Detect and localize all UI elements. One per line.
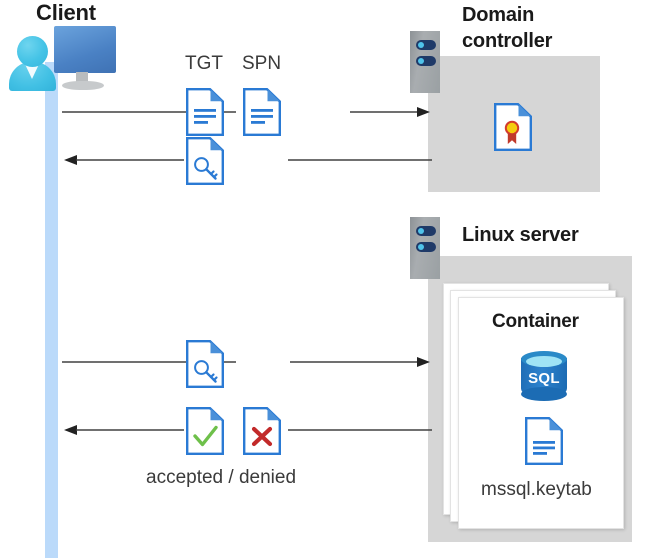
tgt-label: TGT (185, 53, 223, 74)
key-document-icon-upper (186, 137, 224, 185)
accepted-denied-label: accepted / denied (146, 467, 297, 488)
keytab-filename-label: mssql.keytab (481, 479, 592, 500)
monitor-screen (54, 26, 116, 73)
flow-dc-to-client-ticket (64, 155, 432, 165)
server-led-top (416, 226, 436, 236)
accepted-document-icon (186, 407, 224, 455)
spn-label: SPN (242, 53, 282, 74)
domain-controller-title-line1: Domain (462, 4, 535, 26)
denied-document-icon (243, 407, 281, 455)
container-title: Container (492, 311, 579, 332)
flow-client-to-linux-ticket (62, 357, 430, 367)
sql-cylinder-top (521, 351, 567, 367)
client-computer-user-icon (0, 0, 130, 100)
tgt-document-icon (186, 88, 224, 136)
key-document-icon-lower (186, 340, 224, 388)
spn-document-icon (243, 88, 281, 136)
flow-linux-to-client-result (64, 425, 432, 435)
server-rack-icon-dc (410, 31, 440, 93)
client-lifeline (45, 62, 58, 558)
server-led-top (416, 40, 436, 50)
client-title: Client (36, 0, 96, 25)
keytab-document-icon (525, 417, 563, 465)
monitor-base (62, 81, 104, 90)
sql-database-icon: SQL (521, 349, 567, 401)
linux-server-title: Linux server (462, 224, 579, 246)
person-head (17, 36, 48, 67)
sql-cylinder-top-inner (526, 356, 562, 367)
certificate-document-icon (494, 103, 532, 151)
server-led-bottom (416, 56, 436, 66)
domain-controller-title: Domain controller (462, 2, 622, 54)
container-card-front (458, 297, 624, 529)
sql-badge-text: SQL (528, 370, 560, 387)
domain-controller-title-line2: controller (462, 30, 553, 52)
server-led-bottom (416, 242, 436, 252)
server-rack-icon-linux (410, 217, 440, 279)
